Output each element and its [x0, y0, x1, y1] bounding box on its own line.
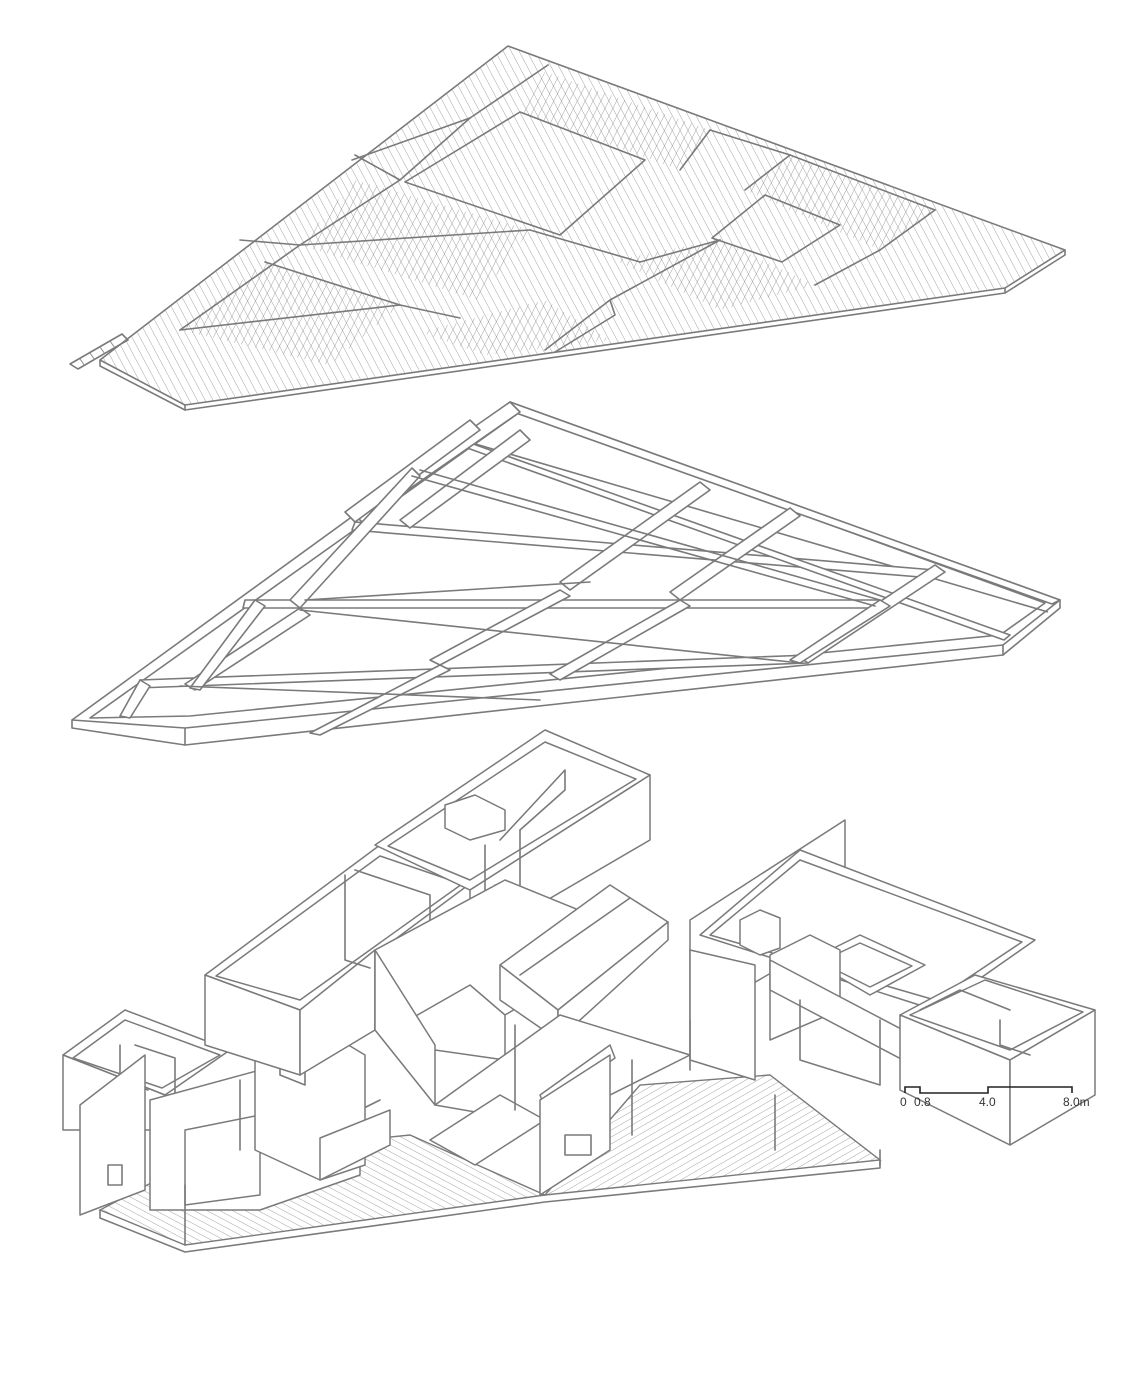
scale-bar-line	[904, 1086, 1073, 1094]
roof-slat-layer	[69, 45, 1066, 411]
scale-label-0: 0	[900, 1095, 907, 1109]
scale-label-4-0: 4.0	[979, 1095, 996, 1109]
building-layer	[62, 729, 1096, 1253]
beam-grid-layer	[71, 401, 1061, 746]
scale-label-0-8: 0.8	[914, 1095, 931, 1109]
scale-label-8-0m: 8.0m	[1063, 1095, 1090, 1109]
scale-bar: 0 0.8 4.0 8.0m	[900, 1086, 1090, 1109]
